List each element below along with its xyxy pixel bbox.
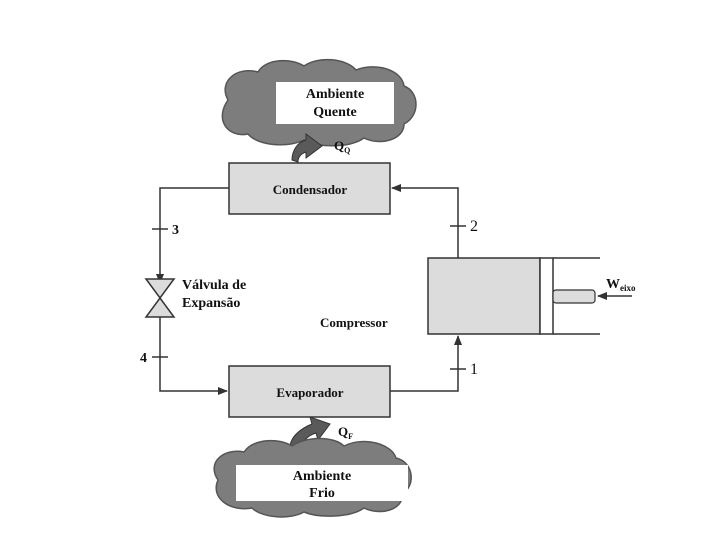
hot-ambient-line1: Ambiente [306,87,364,102]
valve-label-line2: Expansão [182,296,240,311]
pipe-state-2 [391,184,459,258]
compressor [427,257,632,335]
heat-out-label: QQ [334,138,350,155]
hot-ambient-line2: Quente [313,105,357,120]
cold-ambient-line1: Ambiente [293,469,351,484]
state-2-label: 2 [470,218,478,235]
compressor-shaft [552,289,596,304]
state-1-label: 1 [470,361,478,378]
pipe-state-1 [390,335,462,392]
state-3-label: 3 [172,223,179,238]
hot-ambient-cloud: Ambiente Quente [221,58,417,147]
cold-ambient-label-box [236,465,408,501]
compressor-body [427,257,541,335]
condenser-box [228,162,391,215]
heat-in-label: QF [338,424,353,441]
cold-ambient-line2: Frio [309,486,335,501]
pipe-state-3 [156,187,229,284]
expansion-valve [144,278,176,318]
work-label: Weixo [606,277,636,293]
evaporator-label: Evaporador [276,385,343,400]
condenser-label: Condensador [273,182,348,197]
state-4-label: 4 [140,351,147,366]
cold-ambient-cloud: Ambiente Frio [213,437,412,518]
pipe-state-4 [159,313,228,395]
heat-out-arrow [291,133,323,163]
valve-label-line1: Válvula de [182,278,246,293]
hot-ambient-label-box [276,82,394,124]
compressor-label: Compressor [320,315,388,330]
compressor-piston [539,257,554,335]
